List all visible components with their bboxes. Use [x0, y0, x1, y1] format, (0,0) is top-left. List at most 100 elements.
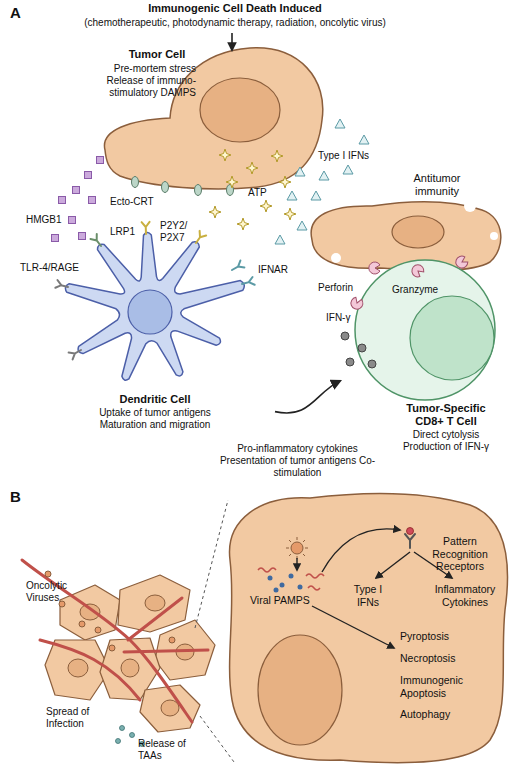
tumor-cluster: [60, 585, 120, 640]
cell-part: [200, 78, 280, 142]
infected-tumor-cell-outline: [230, 494, 508, 763]
hmgb1-square: [59, 197, 66, 204]
induction-arrow: [232, 33, 233, 50]
induction-arrow: [231, 33, 233, 50]
ifn-granule: [341, 332, 349, 340]
hmgb1-square: [79, 233, 86, 240]
tumor-cluster: [118, 575, 190, 632]
process-label: Release of TAAs: [138, 738, 190, 762]
tumor-cell: Tumor CellPre-mortem stress Release of i…: [40, 44, 330, 196]
cluster-nucleus: [68, 595, 194, 716]
cluster-nucleus: [121, 659, 139, 677]
cluster-nucleus: [161, 700, 179, 716]
cell-part: [490, 232, 498, 240]
cell-part: [410, 296, 494, 380]
hmgb1-square: [73, 187, 80, 194]
cell-description: Direct cytolysis Production of IFN-γ: [390, 429, 502, 453]
cell-part: [230, 494, 508, 763]
edge-label: Pro-inflammatory cytokines Presentation …: [215, 443, 380, 479]
vessel-line: [128, 598, 182, 640]
hmgb1-square: [85, 172, 92, 179]
death-mode: Pyroptosis: [400, 630, 449, 643]
infected-tumor-cell: Viral PAMPS Pattern Recognition Receptors…: [215, 490, 515, 768]
atp-star: [284, 208, 296, 220]
ifn-triangle: [319, 171, 329, 180]
hmgb1-square: [97, 157, 104, 164]
dendritic-cell-shape: [30, 225, 275, 437]
vessel-line: [124, 650, 208, 652]
atp-star: [237, 218, 249, 230]
ifn-triangle: [311, 191, 321, 200]
taa-dot: [130, 733, 135, 738]
receptor-symbol: [230, 261, 244, 274]
molecule-label: IFN-γ: [326, 312, 350, 324]
ifn-triangle: [297, 221, 307, 230]
infected-tumor-cell-shape: [215, 490, 515, 768]
zoom-line: [200, 716, 234, 762]
zoom-line: [195, 500, 234, 762]
tumor-cluster: [140, 685, 200, 732]
hmgb1-square: [52, 157, 104, 242]
pathway-label: Pattern Recognition Receptors: [424, 535, 496, 573]
taa-dot: [120, 726, 125, 731]
virus-particle: [45, 571, 51, 577]
tumor-cluster: [45, 640, 110, 700]
vessel-line: [40, 640, 140, 700]
process-label: Spread of Infection: [46, 706, 101, 730]
receptor-label: IFNAR: [258, 264, 288, 276]
cell-description: Pre-mortem stress Release of immuno- sti…: [86, 63, 196, 99]
death-mode: Immunogenic Apoptosis: [400, 674, 476, 699]
cell-part: [128, 290, 172, 334]
molecule-label: HMGB1: [26, 214, 62, 226]
zoom-line: [195, 500, 228, 628]
cell-part: [355, 260, 495, 400]
target-tumor-cell: Antitumor immunity: [300, 172, 510, 272]
death-mode: Necroptosis: [400, 652, 455, 665]
ifn-triangle: [275, 235, 285, 244]
vessel-line: [22, 560, 192, 722]
cluster-nucleus: [80, 604, 100, 620]
hmgb1-square: [89, 197, 96, 204]
virus-particle: [59, 601, 65, 607]
target-tumor-cell-outline: [311, 200, 501, 270]
target-tumor-cell-shape: [300, 172, 510, 272]
cluster-nucleus: [176, 644, 194, 660]
virus-particle: [109, 645, 115, 651]
molecule-label: Type I IFNs: [318, 150, 369, 162]
atp-star: [260, 200, 272, 212]
hmgb1-square: [69, 217, 76, 224]
panel-subheading: (chemotherapeutic, photodynamic therapy,…: [40, 17, 430, 29]
cell-part: [258, 635, 342, 745]
hmgb1-square: [52, 235, 59, 242]
cell-part: [392, 216, 444, 248]
pathway-label: Type I IFNs: [344, 583, 392, 608]
virus-particle: [169, 637, 175, 643]
molecule-label: ATP: [248, 187, 267, 199]
molecule-label: Ecto-CRT: [110, 196, 154, 208]
pathway-label: Viral PAMPS: [250, 594, 310, 607]
molecule-label: Perforin: [318, 282, 353, 294]
ifn-granule: [346, 358, 354, 366]
panel-letter: A: [10, 4, 21, 22]
virus-particle: [79, 621, 85, 627]
cell-name: Tumor-Specific CD8+ T Cell: [396, 402, 496, 428]
dendritic-cell: Dendritic CellUptake of tumor antigens M…: [30, 225, 275, 437]
t-cell-outline: [355, 260, 495, 400]
vessel-line: [22, 560, 208, 722]
virus-particle: [95, 627, 101, 633]
ifn-triangle: [359, 135, 369, 144]
cell-part: [311, 202, 501, 270]
cell-part: [331, 253, 341, 263]
receptor-label: TLR-4/RAGE: [20, 262, 79, 274]
receptor-label: LRP1: [110, 226, 135, 238]
taa-dot: [116, 739, 121, 744]
cell-description: Uptake of tumor antigens Maturation and …: [85, 407, 225, 431]
panel-letter: B: [10, 488, 21, 506]
ifn-triangle: [343, 165, 353, 174]
ifn-triangle: [287, 191, 297, 200]
cluster-nucleus: [68, 659, 88, 677]
outcome-label: Antitumor immunity: [392, 172, 482, 198]
ifn-triangle: [335, 119, 345, 128]
cell-name: Dendritic Cell: [55, 393, 255, 406]
death-mode: Autophagy: [400, 708, 450, 721]
